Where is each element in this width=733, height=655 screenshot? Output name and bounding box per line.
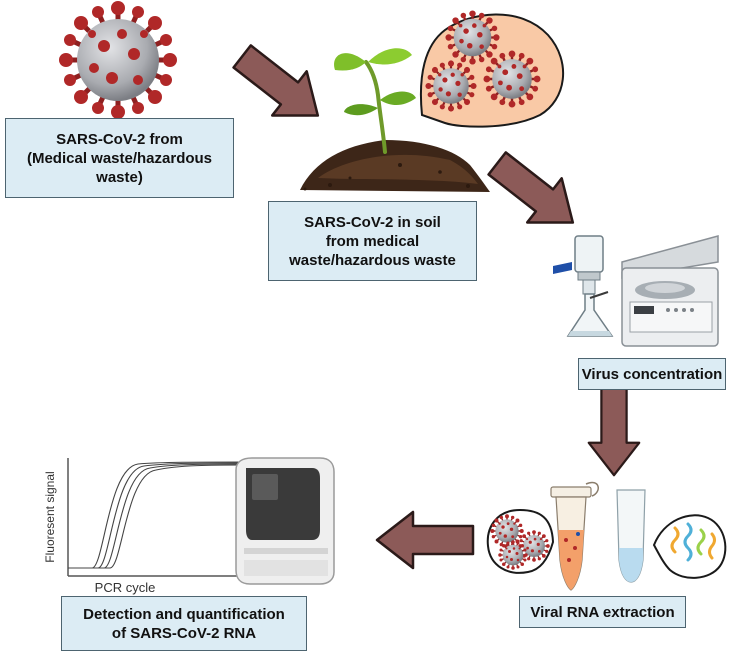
virus-icon [445, 10, 500, 65]
y-axis-label: Fluoresent signal [43, 471, 57, 562]
pcr-plot: Fluoresent signal PCR cycle [43, 458, 247, 595]
filtration-flask-icon [553, 235, 614, 337]
microtube-icon [550, 481, 599, 591]
label-extraction: Viral RNA extraction [519, 596, 686, 628]
arrow-to-soil [223, 33, 337, 139]
label-detection: Detection and quantification of SARS-CoV… [61, 596, 307, 651]
centrifuge-icon [621, 235, 719, 347]
virus-icon [59, 1, 177, 119]
virus-icon [498, 540, 528, 570]
virus-icon [483, 50, 541, 108]
label-soil: SARS-CoV-2 in soil from medical waste/ha… [268, 201, 477, 281]
rna-speech-bubble [652, 514, 727, 579]
rna-strand-icon [670, 522, 716, 562]
pcr-machine-icon [235, 457, 335, 585]
virus-speech-bubble [486, 508, 555, 574]
plant-in-soil-icon [300, 48, 490, 192]
arrow-to-concentration [478, 140, 592, 246]
arrow-to-extraction [587, 387, 641, 477]
virus-speech-bubble [419, 10, 565, 128]
arrow-to-detection [375, 510, 475, 570]
virus-icon [425, 60, 477, 112]
label-source: SARS-CoV-2 from (Medical waste/hazardous… [5, 118, 234, 198]
label-concentration: Virus concentration [578, 358, 726, 390]
amplification-curves [68, 461, 247, 569]
x-axis-label: PCR cycle [95, 580, 156, 595]
microtube-icon [616, 489, 646, 583]
